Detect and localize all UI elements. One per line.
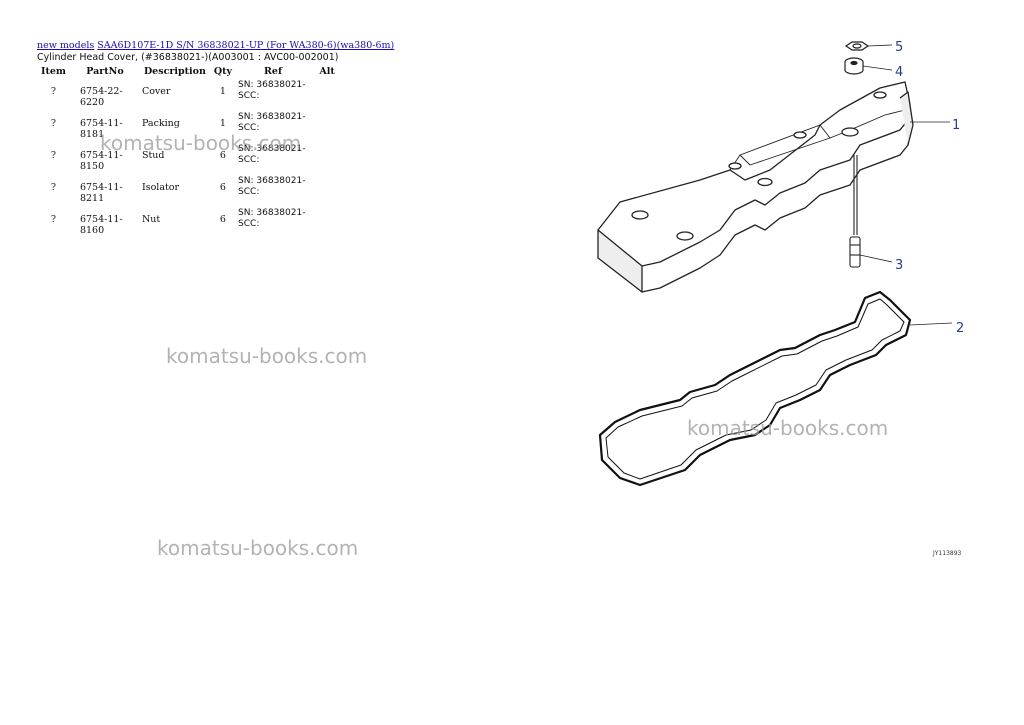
- cell-alt: [310, 208, 344, 240]
- callout-3: 3: [895, 258, 903, 273]
- cell-partno: 6754-22-6220: [79, 86, 123, 108]
- table-row: ? 6754-22-6220 Cover 1 SN: 36838021-SCC:: [37, 80, 344, 112]
- cell-item: ?: [50, 214, 57, 225]
- cell-description: Nut: [141, 214, 161, 225]
- cell-qty: 1: [219, 86, 226, 97]
- cell-partno: 6754-11-8160: [79, 214, 123, 236]
- cell-qty: 6: [219, 182, 226, 193]
- callout-2: 2: [956, 321, 964, 336]
- cell-partno: 6754-11-8150: [79, 150, 123, 172]
- cell-ref: SN: 36838021-SCC:: [238, 144, 306, 165]
- nut-part: [844, 41, 870, 51]
- gasket-part: [598, 290, 912, 487]
- cell-alt: [310, 144, 344, 176]
- table-row: ? 6754-11-8211 Isolator 6 SN: 36838021-S…: [37, 176, 344, 208]
- table-row: ? 6754-11-8181 Packing 1 SN: 36838021-SC…: [37, 112, 344, 144]
- cell-ref: SN: 36838021-SCC:: [238, 208, 306, 229]
- cell-description: Cover: [141, 86, 171, 97]
- diagram-code: JY113893: [933, 550, 962, 557]
- cell-item: ?: [50, 118, 57, 129]
- header-alt: Alt: [319, 66, 335, 77]
- header-ref: Ref: [264, 66, 283, 77]
- table-row: ? 6754-11-8150 Stud 6 SN: 36838021-SCC:: [37, 144, 344, 176]
- watermark: komatsu-books.com: [166, 344, 368, 368]
- callout-4: 4: [895, 65, 903, 80]
- cell-item: ?: [50, 86, 57, 97]
- header-item: Item: [41, 66, 66, 77]
- watermark: komatsu-books.com: [157, 536, 359, 560]
- cell-ref: SN: 36838021-SCC:: [238, 112, 306, 133]
- cell-ref: SN: 36838021-SCC:: [238, 80, 306, 101]
- breadcrumb-link-model[interactable]: SAA6D107E-1D S/N 36838021-UP (For WA380-…: [97, 40, 395, 51]
- cell-item: ?: [50, 182, 57, 193]
- cell-qty: 6: [219, 214, 226, 225]
- table-row: ? 6754-11-8160 Nut 6 SN: 36838021-SCC:: [37, 208, 344, 240]
- cover-part: [597, 81, 914, 293]
- cell-qty: 6: [219, 150, 226, 161]
- cell-alt: [310, 112, 344, 144]
- cell-qty: 1: [219, 118, 226, 129]
- cell-alt: [310, 176, 344, 208]
- cell-item: ?: [50, 150, 57, 161]
- cell-description: Isolator: [141, 182, 180, 193]
- header-qty: Qty: [213, 66, 233, 77]
- watermark: komatsu-books.com: [100, 131, 302, 155]
- breadcrumb: new models SAA6D107E-1D S/N 36838021-UP …: [37, 40, 394, 51]
- cell-description: Stud: [141, 150, 165, 161]
- callout-5: 5: [895, 40, 903, 55]
- parts-table: Item PartNo Description Qty Ref Alt ? 67…: [37, 66, 344, 240]
- header-description: Description: [143, 66, 206, 77]
- cell-ref: SN: 36838021-SCC:: [238, 176, 306, 197]
- cell-partno: 6754-11-8181: [79, 118, 123, 140]
- watermark: komatsu-books.com: [687, 416, 889, 440]
- cell-description: Packing: [141, 118, 180, 129]
- callout-1: 1: [952, 118, 960, 133]
- cell-alt: [310, 80, 344, 112]
- leader-lines: [859, 44, 953, 326]
- header-partno: PartNo: [86, 66, 124, 77]
- stud-part: [849, 155, 861, 268]
- page-title: Cylinder Head Cover, (#36838021-)(A00300…: [37, 52, 339, 63]
- cell-partno: 6754-11-8211: [79, 182, 123, 204]
- table-header-row: Item PartNo Description Qty Ref Alt: [37, 66, 344, 80]
- isolator-part: [844, 57, 864, 75]
- breadcrumb-link-new-models[interactable]: new models: [37, 40, 95, 51]
- parts-diagram: 5 4 1 3 2: [597, 40, 964, 487]
